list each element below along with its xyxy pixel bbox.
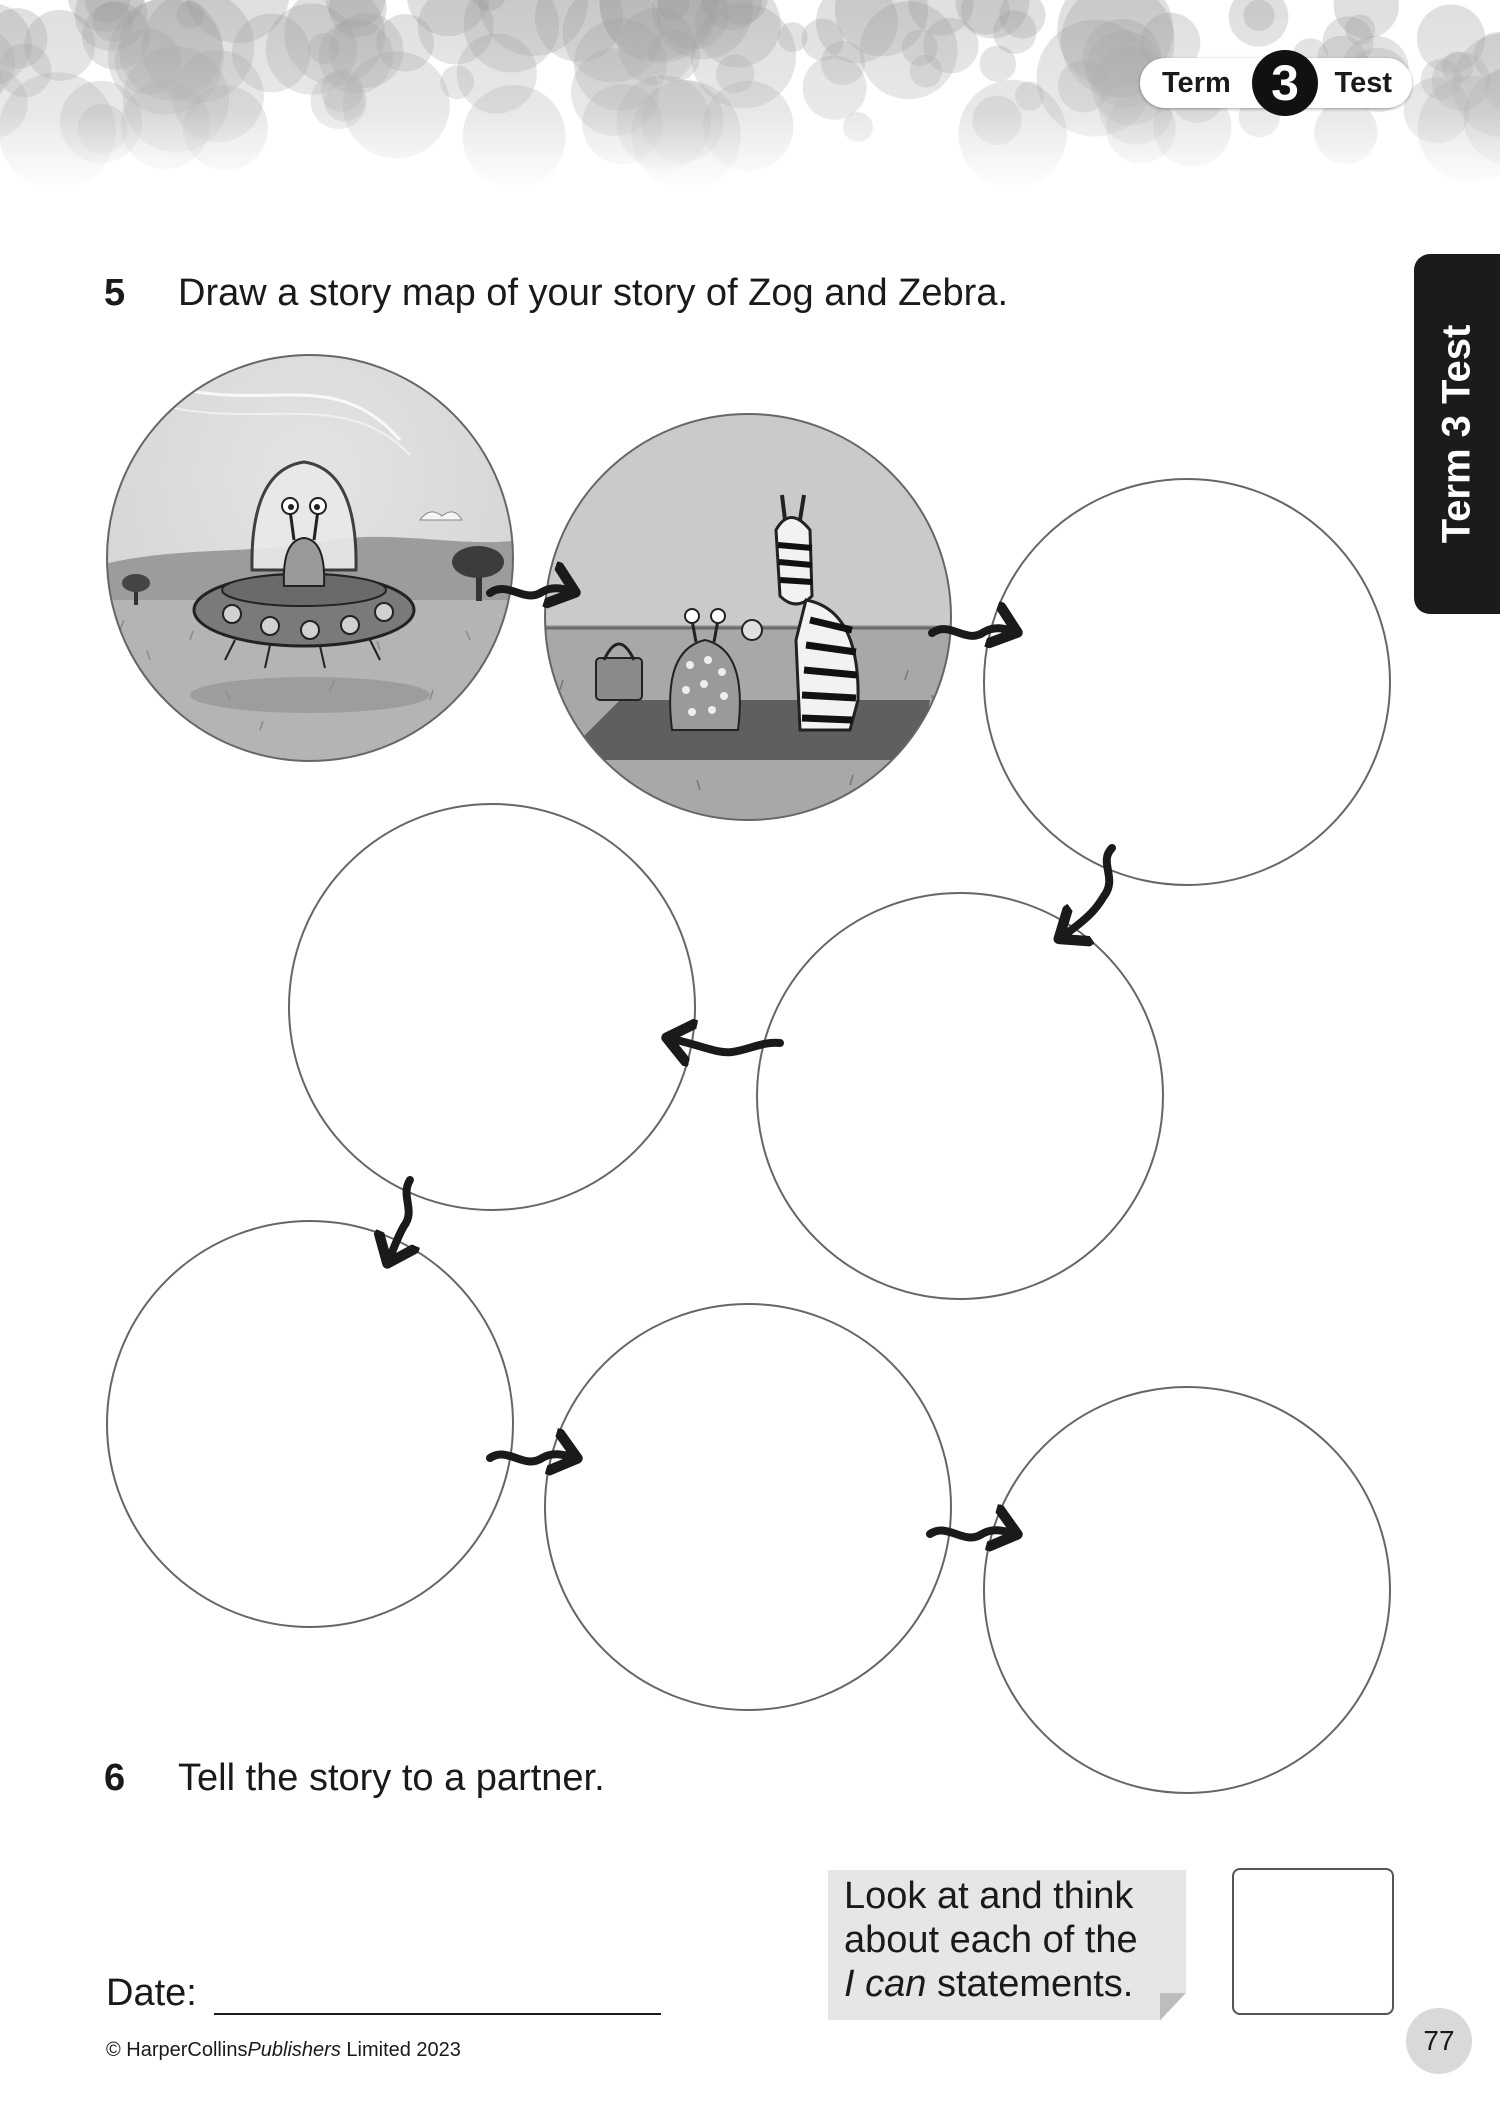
story-arrow-6-7 xyxy=(486,1454,576,1461)
date-label: Date: xyxy=(106,1972,197,2014)
note-line-3: I can statements. xyxy=(844,1962,1138,2006)
copyright-italic: Publishers xyxy=(247,2039,341,2061)
story-frame-8[interactable] xyxy=(983,1386,1391,1794)
side-tab: Term 3 Test xyxy=(1414,254,1500,614)
tree-icon xyxy=(122,546,504,605)
story-frame-4[interactable] xyxy=(756,892,1164,1300)
story-frame-6[interactable] xyxy=(106,1220,514,1628)
badge-term-number: 3 xyxy=(1252,50,1318,116)
story-frame-2 xyxy=(544,413,952,821)
page-number: 77 xyxy=(1406,2008,1472,2074)
question-5: 5 Draw a story map of your story of Zog a… xyxy=(104,272,1008,315)
spaceship-icon xyxy=(192,460,416,669)
story-frame-5[interactable] xyxy=(288,803,696,1211)
story-arrow-2-3 xyxy=(928,628,1016,636)
note-line-1: Look at and think xyxy=(844,1875,1134,1917)
zog-character-icon xyxy=(281,497,327,587)
story-arrow-4-5 xyxy=(668,1038,784,1052)
date-input-line[interactable] xyxy=(214,2013,661,2015)
note-line-2: about each of the xyxy=(844,1919,1138,1961)
self-assessment-note: Look at and think about each of the I ca… xyxy=(828,1870,1186,2020)
story-arrow-7-8 xyxy=(926,1530,1016,1537)
story-arrow-3-4 xyxy=(1060,844,1116,938)
question-6: 6 Tell the story to a partner. xyxy=(104,1757,605,1800)
self-assessment-text: Look at and think about each of the I ca… xyxy=(844,1874,1138,2006)
badge-test-label: Test xyxy=(1334,67,1392,99)
zebra-character-icon xyxy=(741,494,860,732)
note-line-3-rest: statements. xyxy=(926,1963,1134,2005)
question-number: 5 xyxy=(104,272,126,314)
copyright-prefix: © HarperCollins xyxy=(106,2039,248,2061)
story-frame-7[interactable] xyxy=(544,1303,952,1711)
copyright-notice: © HarperCollinsPublishers Limited 2023 xyxy=(106,2039,461,2062)
zog-spotty-character-icon xyxy=(669,608,741,731)
note-line-3-italic: I can xyxy=(844,1963,927,2005)
question-number: 6 xyxy=(104,1757,126,1799)
story-frame-3[interactable] xyxy=(983,478,1391,886)
story-frame-1 xyxy=(106,354,514,762)
badge-term-label: Term xyxy=(1162,67,1231,99)
self-assessment-box[interactable] xyxy=(1232,1868,1394,2015)
term-test-badge: Term 3 Test xyxy=(1140,50,1412,116)
copyright-suffix: Limited 2023 xyxy=(340,2039,461,2061)
story-arrow-5-6 xyxy=(388,1176,410,1262)
question-text: Draw a story map of your story of Zog an… xyxy=(178,272,1009,314)
picnic-basket-icon xyxy=(595,642,643,701)
question-text: Tell the story to a partner. xyxy=(178,1757,605,1799)
story-arrow-1-2 xyxy=(486,588,574,595)
